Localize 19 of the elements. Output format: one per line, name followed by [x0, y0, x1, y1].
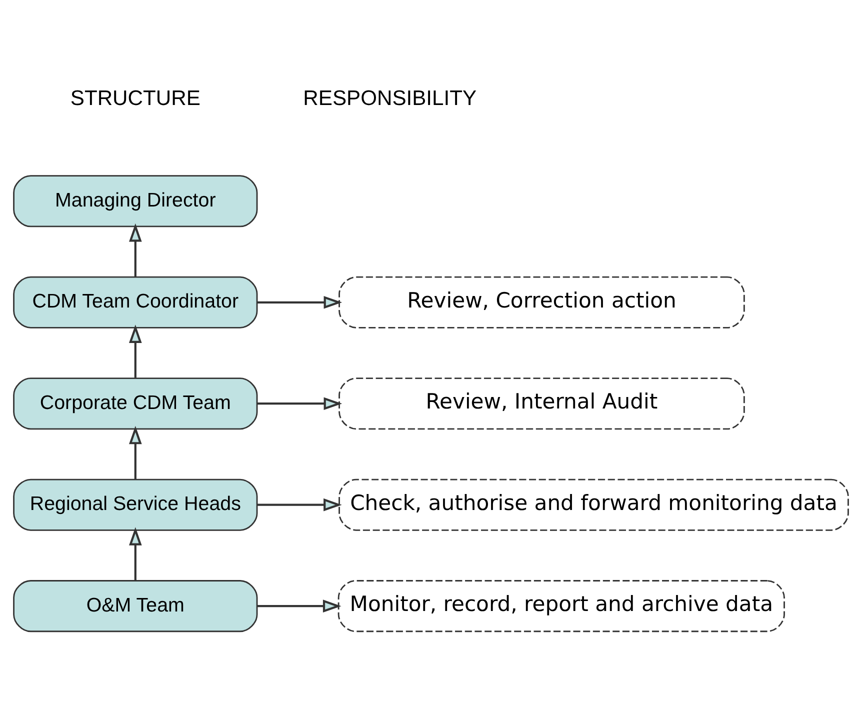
node-box: Corporate CDM Team — [13, 378, 258, 430]
arrow — [257, 498, 342, 512]
node-box: Regional Service Heads — [13, 478, 258, 531]
arrow — [257, 296, 342, 309]
node-box: O&M Team — [13, 580, 258, 632]
node-box: Monitor, record, report and archive data — [338, 580, 785, 632]
arrow — [257, 600, 342, 612]
label: STRUCTURE — [70, 86, 200, 110]
arrow — [129, 527, 142, 580]
node-box: Check, authorise and forward monitoring data — [338, 478, 849, 531]
node-box: Review, Correction action — [338, 276, 745, 328]
arrow — [129, 426, 142, 480]
node-box: Managing Director — [13, 175, 258, 228]
label: RESPONSIBILITY — [303, 86, 477, 110]
node-box: Review, Internal Audit — [338, 378, 745, 430]
arrow — [129, 223, 142, 277]
arrow — [129, 324, 142, 378]
arrow — [257, 397, 342, 410]
node-box: CDM Team Coordinator — [13, 276, 258, 328]
